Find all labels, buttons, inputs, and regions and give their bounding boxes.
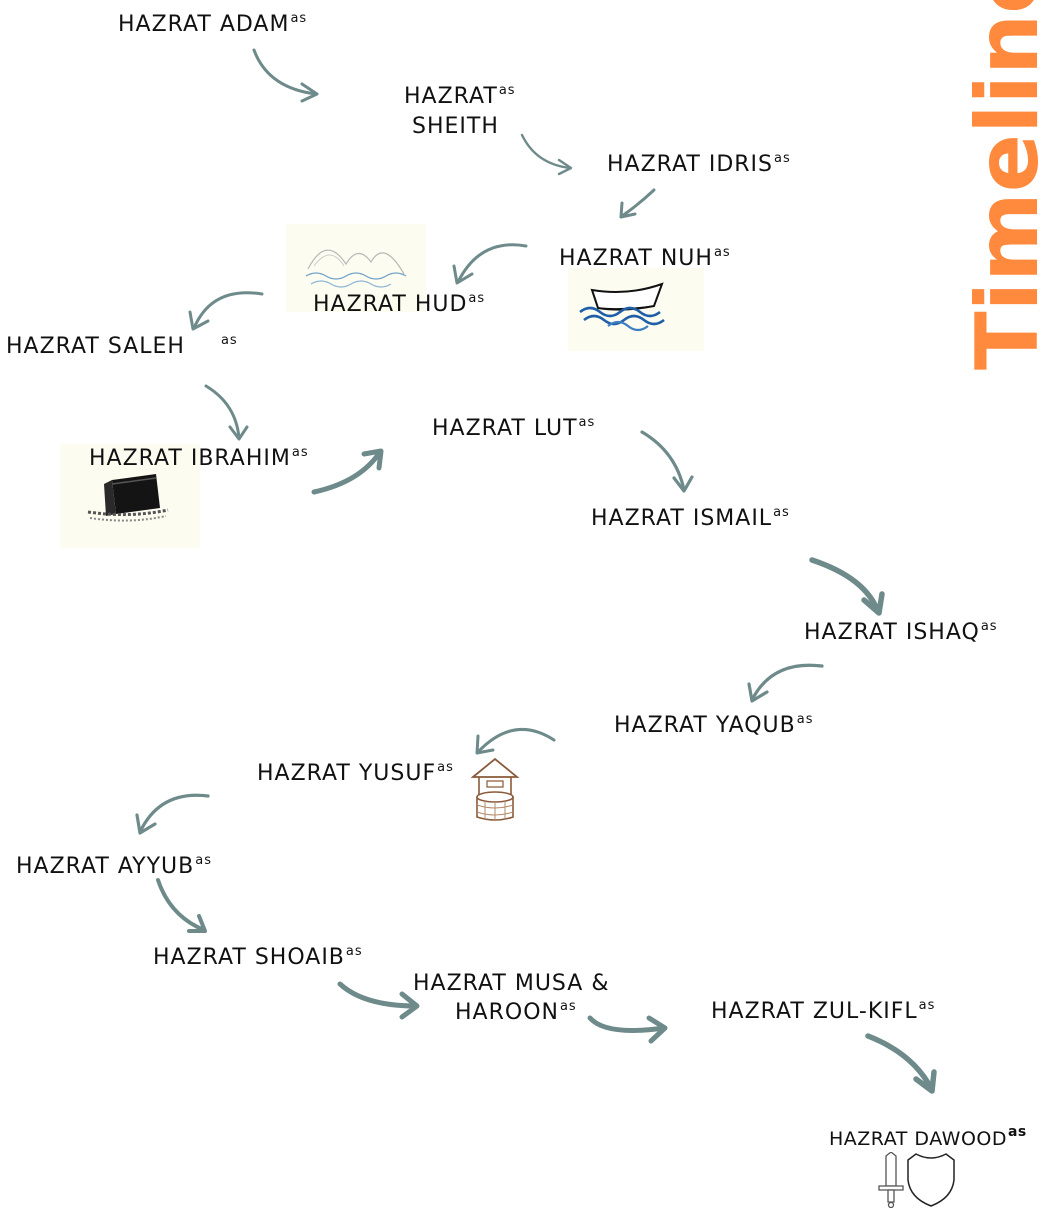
- arrow-ayyub-shoaib: [156, 878, 207, 933]
- label-sheith-line2: SHEITH: [412, 114, 499, 139]
- arrow-hud-saleh: [188, 291, 264, 331]
- well-icon: [470, 757, 520, 821]
- label-dawood: HAZRAT DAWOODas: [829, 1124, 1027, 1150]
- arrow-zulkifl-dawood: [865, 1033, 937, 1094]
- ibrahim-picture: [60, 444, 200, 548]
- label-ibrahim: HAZRAT IBRAHIMas: [89, 445, 309, 471]
- label-zulkifl: HAZRAT ZUL-KIFLas: [711, 998, 936, 1024]
- hud-picture: [286, 224, 426, 312]
- label-ayyub: HAZRAT AYYUBas: [16, 853, 212, 879]
- label-musa-line2: HAROONas: [455, 999, 577, 1025]
- arrow-saleh-ibrahim: [204, 384, 249, 441]
- arrow-sheith-idris: [520, 133, 573, 176]
- arrow-yusuf-ayyub: [135, 793, 210, 835]
- label-idris: HAZRAT IDRISas: [607, 151, 791, 177]
- label-adam: HAZRAT ADAMas: [118, 11, 308, 37]
- label-shoaib: HAZRAT SHOAIBas: [153, 944, 363, 970]
- arrow-musa-zulkifl: [587, 1015, 668, 1044]
- boat-icon: [579, 282, 665, 332]
- shield-icon: [907, 1153, 955, 1207]
- kaaba-icon: [87, 474, 169, 522]
- label-nuh: HAZRAT NUHas: [559, 245, 731, 271]
- label-musa-line1: HAZRAT MUSA &: [413, 971, 610, 996]
- label-yaqub: HAZRAT YAQUBas: [614, 712, 814, 738]
- arrow-ibrahim-lut: [311, 448, 384, 495]
- arrow-yaqub-yusuf: [475, 727, 556, 755]
- label-lut: HAZRAT LUTas: [432, 415, 596, 441]
- arrow-shoaib-musa: [337, 981, 420, 1020]
- arrow-nuh-hud: [452, 243, 528, 285]
- label-ismail: HAZRAT ISMAILas: [591, 505, 790, 531]
- label-sheith-line1: HAZRATas: [404, 83, 516, 109]
- label-yusuf: HAZRAT YUSUFas: [257, 760, 454, 786]
- nuh-picture: [568, 268, 704, 351]
- label-ishaq: HAZRAT ISHAQas: [804, 619, 998, 645]
- arrow-lut-ismail: [640, 430, 694, 493]
- arrow-adam-sheith: [252, 48, 319, 103]
- arrow-ishaq-yaqub: [747, 663, 824, 703]
- mountains-icon: [305, 249, 407, 288]
- arrow-idris-nuh: [619, 188, 656, 219]
- label-hud: HAZRAT HUDas: [313, 291, 486, 317]
- sword-icon: [878, 1152, 904, 1208]
- arrow-ismail-ishaq: [809, 557, 885, 616]
